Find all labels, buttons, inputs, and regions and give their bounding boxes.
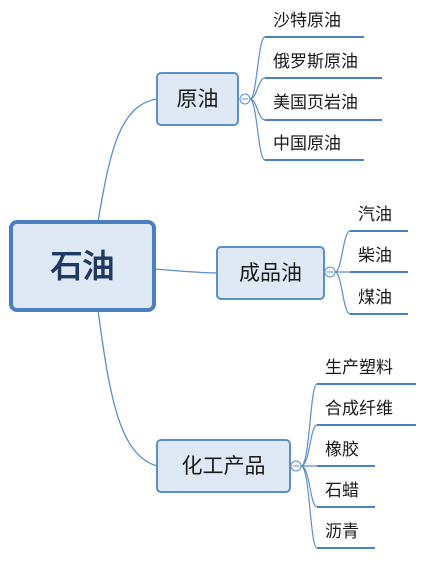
leaf-label: 汽油 (358, 205, 392, 225)
leaf-label: 沥青 (325, 522, 359, 542)
collapse-toggle-crude-oil[interactable] (239, 93, 251, 105)
connector-refined-children (334, 230, 351, 315)
leaf-label: 煤油 (358, 288, 392, 308)
leaf-kerosene[interactable]: 煤油 (350, 288, 408, 315)
leaf-rubber[interactable]: 橡胶 (317, 440, 375, 467)
leaf-label: 中国原油 (273, 134, 341, 154)
leaf-gasoline[interactable]: 汽油 (350, 205, 408, 232)
leaf-label: 俄罗斯原油 (273, 52, 358, 72)
leaf-us-shale-oil[interactable]: 美国页岩油 (265, 93, 382, 121)
leaf-label: 柴油 (358, 246, 392, 266)
branch-node-chemical-products[interactable]: 化工产品 (156, 439, 291, 493)
branch-label-crude-oil: 原油 (177, 87, 219, 111)
branch-label-refined-oil: 成品油 (239, 261, 302, 285)
root-node[interactable]: 石油 (9, 220, 156, 312)
leaf-label: 沙特原油 (273, 11, 341, 31)
leaf-label: 橡胶 (325, 440, 359, 460)
leaf-label: 合成纤维 (325, 399, 393, 419)
leaf-plastics[interactable]: 生产塑料 (317, 358, 416, 385)
collapse-toggle-chemical-products[interactable] (290, 460, 302, 472)
connector-chemical-children (300, 383, 318, 549)
leaf-russian-crude[interactable]: 俄罗斯原油 (265, 52, 382, 79)
branch-node-crude-oil[interactable]: 原油 (156, 72, 239, 126)
branch-label-chemical-products: 化工产品 (182, 454, 266, 478)
connector-root-chemical (97, 309, 158, 467)
leaf-label: 美国页岩油 (273, 93, 358, 113)
branch-node-refined-oil[interactable]: 成品油 (216, 246, 325, 300)
leaf-label: 石蜡 (325, 481, 359, 501)
connector-root-refined (153, 268, 218, 274)
leaf-synthetic-fiber[interactable]: 合成纤维 (317, 399, 416, 426)
leaf-china-crude[interactable]: 中国原油 (265, 134, 364, 161)
leaf-paraffin[interactable]: 石蜡 (317, 481, 375, 508)
connector-root-crude (97, 98, 158, 223)
connector-crude-children (249, 36, 266, 161)
root-label: 石油 (49, 247, 114, 285)
leaf-asphalt[interactable]: 沥青 (317, 522, 375, 549)
leaf-label: 生产塑料 (325, 358, 393, 378)
leaf-saudi-crude[interactable]: 沙特原油 (265, 11, 364, 38)
collapse-toggle-refined-oil[interactable] (324, 266, 336, 278)
leaf-diesel[interactable]: 柴油 (350, 246, 408, 273)
